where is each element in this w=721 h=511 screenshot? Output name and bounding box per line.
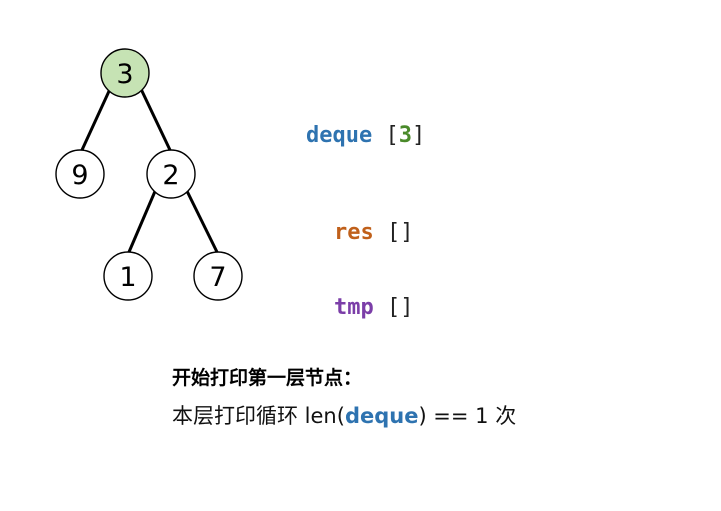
node-label: 7 — [209, 262, 226, 293]
tree-node-2: 2 — [146, 149, 196, 199]
edge-2-1 — [127, 188, 158, 253]
tmp-row: tmp [] — [281, 270, 414, 345]
res-label: res — [333, 220, 374, 245]
node-circle — [103, 251, 153, 301]
deque-open-bracket: [ — [385, 123, 399, 148]
node-label: 3 — [116, 59, 133, 90]
edge-2-7 — [184, 188, 219, 253]
deque-close-bracket: ] — [411, 123, 426, 148]
caption-title: 开始打印第一层节点： — [172, 367, 363, 389]
node-label: 1 — [119, 262, 136, 293]
node-circle — [146, 149, 196, 199]
tree-node-3: 3 — [100, 48, 150, 98]
node-label: 2 — [162, 160, 179, 191]
tree-node-1: 1 — [103, 251, 153, 301]
deque-label: deque — [305, 123, 373, 148]
tmp-value: [] — [386, 295, 414, 320]
edge-3-2 — [139, 88, 172, 151]
res-value: [] — [386, 220, 414, 245]
res-row: res [] — [281, 195, 414, 270]
node-circle — [193, 251, 243, 301]
node-circle — [100, 48, 150, 98]
deque-row: deque [3] — [253, 98, 425, 173]
caption-loop-line: 本层打印循环 len(deque) == 1 次 — [172, 400, 516, 430]
caption-prefix: 本层打印循环 len( — [172, 404, 345, 428]
tmp-label: tmp — [333, 295, 374, 320]
caption-deque-keyword: deque — [344, 404, 419, 428]
deque-value: 3 — [398, 123, 412, 148]
tree-node-7: 7 — [193, 251, 243, 301]
tree-node-9: 9 — [55, 149, 105, 199]
edge-3-9 — [80, 88, 112, 151]
caption-suffix: ) == 1 次 — [418, 404, 517, 428]
node-label: 9 — [71, 160, 88, 191]
node-circle — [55, 149, 105, 199]
